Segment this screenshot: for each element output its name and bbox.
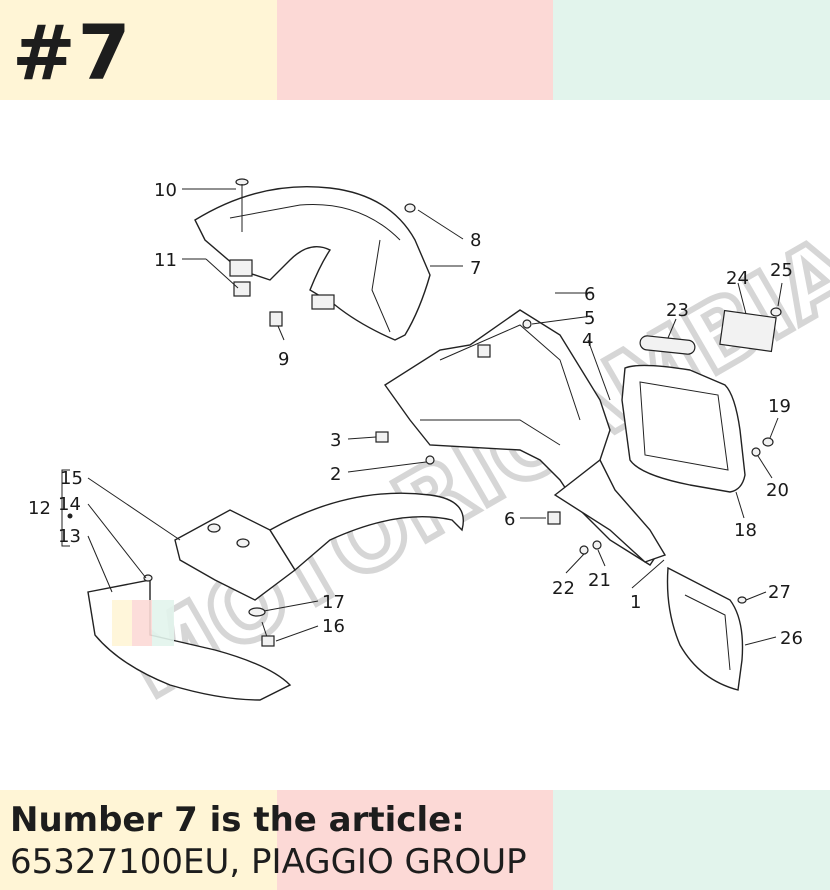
- caption-title: Number 7 is the article:: [10, 800, 465, 840]
- callout-9: 9: [278, 349, 289, 370]
- callout-4: 4: [582, 330, 593, 351]
- washer-part-21[interactable]: [592, 540, 602, 550]
- screw-part-14[interactable]: [143, 574, 153, 582]
- callout-12: 12: [28, 498, 51, 519]
- callout-15: 15: [60, 468, 83, 489]
- callout-21: 21: [588, 570, 611, 591]
- clip-part-6-bottom[interactable]: [547, 511, 561, 525]
- lower-cover-part-26[interactable]: [666, 566, 744, 691]
- plate-light-part-24[interactable]: [719, 309, 777, 353]
- callout-2: 2: [330, 464, 341, 485]
- bolt-part-16[interactable]: [261, 621, 275, 647]
- callout-6-top: 6: [584, 284, 595, 305]
- callout-labels: 1 2 3 4 5 6 6 7 8 9 10 11 12 13 14 15 16…: [28, 180, 803, 649]
- callout-13: 13: [58, 526, 81, 547]
- footer-band-yellow: [0, 790, 277, 890]
- footer-band: [0, 790, 830, 890]
- callout-24: 24: [726, 268, 749, 289]
- nut-part-9[interactable]: [269, 311, 283, 327]
- plate-frame-part-18[interactable]: [621, 364, 746, 493]
- nut-part-22[interactable]: [579, 545, 589, 555]
- mudguard-arm-part-15[interactable]: [174, 492, 464, 601]
- screw-part-19[interactable]: [762, 437, 774, 447]
- callout-7: 7: [470, 258, 481, 279]
- washer-part-17[interactable]: [248, 607, 266, 617]
- screw-part-5[interactable]: [522, 319, 532, 329]
- screw-part-8[interactable]: [404, 203, 416, 213]
- callout-10: 10: [154, 180, 177, 201]
- splash-guard-part-13[interactable]: [87, 579, 292, 701]
- footer-band-mint: [553, 790, 830, 890]
- screw-part-25[interactable]: [770, 307, 782, 317]
- callout-18: 18: [734, 520, 757, 541]
- header-band-pink: [276, 0, 554, 100]
- callout-25: 25: [770, 260, 793, 281]
- exploded-parts-diagram: MOTORICAMBIA: [28, 178, 830, 722]
- callout-5: 5: [584, 308, 595, 329]
- callout-16: 16: [322, 616, 345, 637]
- nut-part-2[interactable]: [425, 455, 435, 465]
- callout-1: 1: [630, 592, 641, 613]
- callout-19: 19: [768, 396, 791, 417]
- clip-part-11[interactable]: [233, 281, 251, 297]
- callout-14: 14: [58, 494, 81, 515]
- page-number: #7: [12, 8, 133, 97]
- callout-26: 26: [780, 628, 803, 649]
- leader-lines: [61, 188, 783, 646]
- caption-article: 65327100EU, PIAGGIO GROUP: [10, 842, 527, 882]
- callout-17: 17: [322, 592, 345, 613]
- rear-cover-part-7[interactable]: [194, 185, 431, 341]
- header-band-mint: [553, 0, 830, 100]
- clip-part-6-top[interactable]: [477, 344, 491, 358]
- callout-27: 27: [768, 582, 791, 603]
- clip-part-3[interactable]: [375, 431, 389, 443]
- callout-8: 8: [470, 230, 481, 251]
- callout-6-bottom: 6: [504, 509, 515, 530]
- footer-band-pink: [276, 790, 554, 890]
- callout-22: 22: [552, 578, 575, 599]
- washer-part-20[interactable]: [751, 447, 761, 457]
- callout-20: 20: [766, 480, 789, 501]
- callout-11: 11: [154, 250, 177, 271]
- callout-3: 3: [330, 430, 341, 451]
- screw-part-27[interactable]: [737, 596, 747, 604]
- bracket-part-1[interactable]: [553, 458, 667, 563]
- header-band-yellow: [0, 0, 277, 100]
- header-band: [0, 0, 830, 100]
- callout-23: 23: [666, 300, 689, 321]
- screw-part-10[interactable]: [235, 178, 249, 232]
